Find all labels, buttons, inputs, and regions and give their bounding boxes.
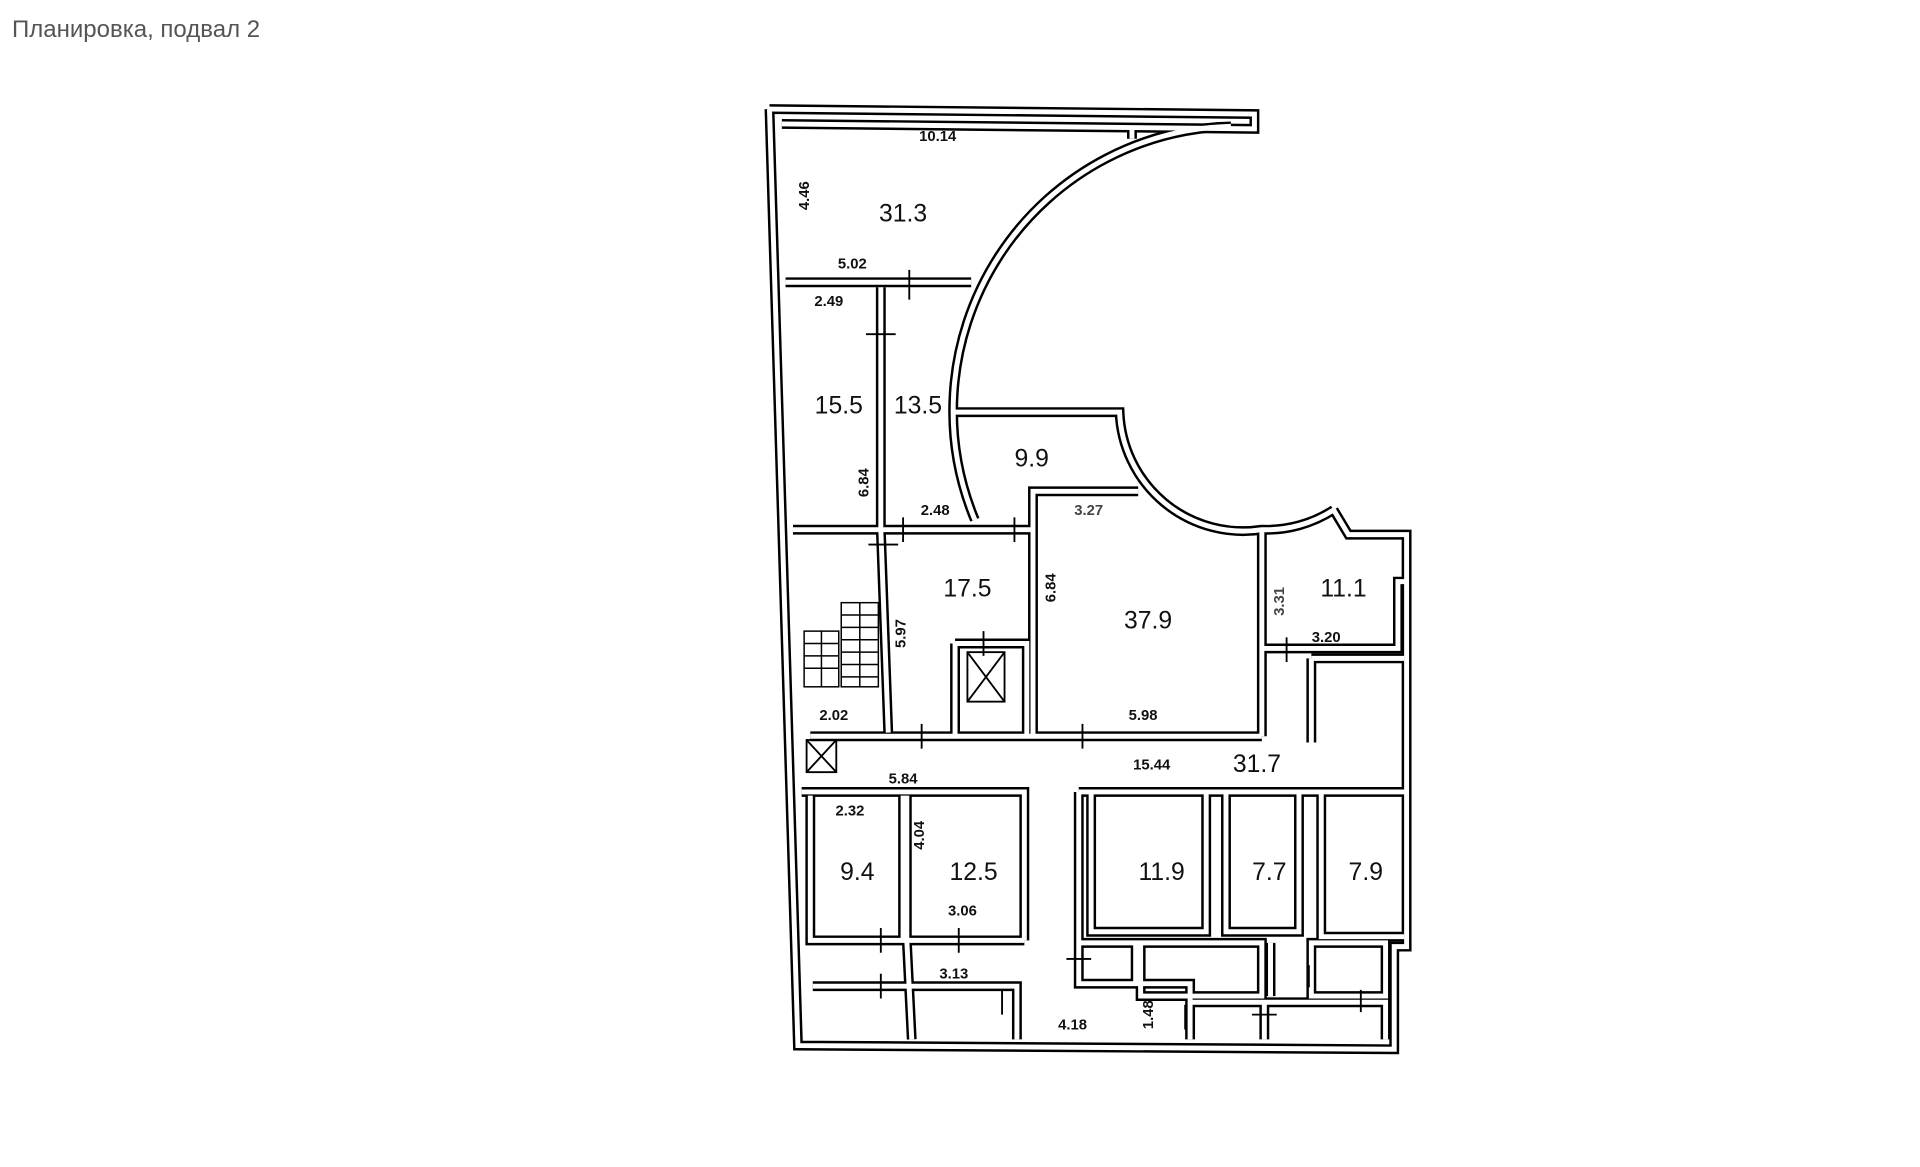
dimension: 4.04 xyxy=(912,820,928,850)
plan-title: Планировка, подвал 2 xyxy=(12,16,261,43)
dimension: 3.31 xyxy=(1272,587,1288,616)
dimension: 15.44 xyxy=(1133,758,1171,774)
elevator-icon xyxy=(805,651,1006,774)
dimension: 6.84 xyxy=(1043,573,1059,603)
room-area: 17.5 xyxy=(943,575,991,602)
room-area: 9.9 xyxy=(1015,446,1049,473)
dimension: 5.98 xyxy=(1129,708,1158,724)
door-marks xyxy=(865,269,1362,1030)
dimension: 2.32 xyxy=(835,803,864,819)
room-area: 15.5 xyxy=(815,392,863,419)
room-area: 12.5 xyxy=(950,859,998,886)
room-area: 37.9 xyxy=(1124,608,1172,635)
dimension: 5.97 xyxy=(894,619,910,648)
dimension: 5.84 xyxy=(889,771,919,787)
stairs-icon xyxy=(803,601,880,688)
room-area: 13.5 xyxy=(894,392,942,419)
room-area: 31.3 xyxy=(879,201,927,228)
dimension: 2.02 xyxy=(819,708,848,724)
room-area: 7.7 xyxy=(1252,859,1286,886)
dimension: 2.49 xyxy=(814,294,843,310)
dimension: 10.14 xyxy=(919,129,957,145)
room-area: 7.9 xyxy=(1349,859,1383,886)
dimension: 4.18 xyxy=(1058,1017,1087,1033)
dimension: 3.20 xyxy=(1312,630,1341,646)
dimension: 4.46 xyxy=(797,181,813,210)
dimension: 3.27 xyxy=(1074,503,1103,519)
room-area: 9.4 xyxy=(840,859,875,886)
dimension: 6.84 xyxy=(856,467,872,497)
dimension: 3.13 xyxy=(939,967,968,983)
dimension: 3.06 xyxy=(948,904,977,920)
room-area: 11.1 xyxy=(1320,575,1366,602)
room-area: 31.7 xyxy=(1233,751,1281,778)
dimension: 1.48 xyxy=(1141,1000,1157,1029)
dimension: 2.48 xyxy=(921,503,950,519)
room-area: 11.9 xyxy=(1138,859,1184,886)
dimension: 5.02 xyxy=(838,257,867,273)
